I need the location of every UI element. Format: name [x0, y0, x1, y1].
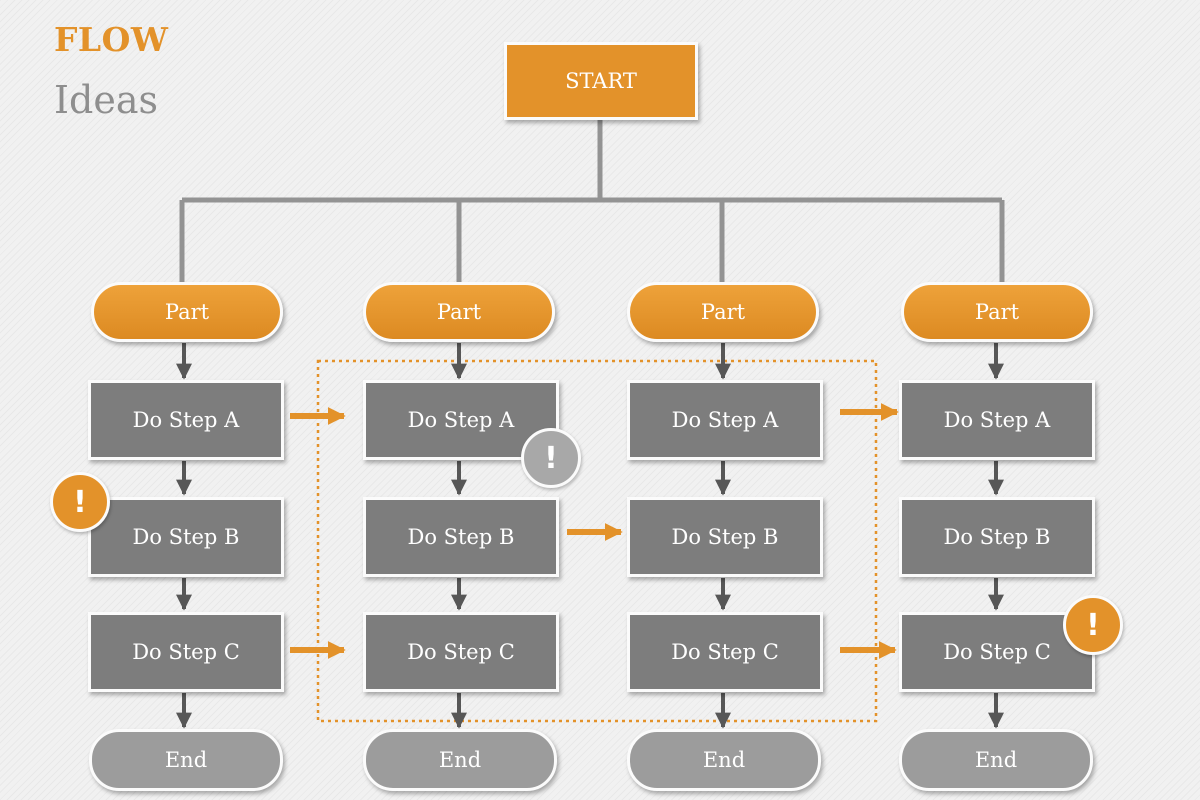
step-label: Do Step B: [132, 525, 240, 549]
part-label: Part: [974, 300, 1020, 324]
end-node-4: End: [899, 729, 1093, 791]
exclamation-icon: !: [1063, 595, 1123, 655]
part-node-4: Part: [901, 282, 1093, 342]
exclamation-icon: !: [521, 428, 581, 488]
start-label: START: [565, 69, 637, 93]
end-node-3: End: [627, 729, 821, 791]
end-label: End: [974, 748, 1018, 772]
step-label: Do Step A: [132, 408, 240, 432]
step-a-node-1: Do Step A: [88, 380, 284, 460]
part-node-3: Part: [627, 282, 819, 342]
start-node: START: [504, 42, 698, 120]
diagram-subtitle: Ideas: [54, 78, 158, 122]
part-label: Part: [700, 300, 746, 324]
cross-arrows: [290, 403, 899, 659]
step-label: Do Step C: [132, 640, 240, 664]
part-label: Part: [164, 300, 210, 324]
end-node-1: End: [89, 729, 283, 791]
step-c-node-1: Do Step C: [88, 612, 284, 692]
part-node-2: Part: [363, 282, 555, 342]
step-a-node-4: Do Step A: [899, 380, 1095, 460]
step-c-node-2: Do Step C: [363, 612, 559, 692]
step-label: Do Step B: [943, 525, 1051, 549]
step-b-node-4: Do Step B: [899, 497, 1095, 577]
flow-arrows: [176, 343, 1004, 729]
step-label: Do Step C: [943, 640, 1051, 664]
step-label: Do Step A: [407, 408, 515, 432]
exclamation-icon: !: [50, 472, 110, 532]
step-label: Do Step A: [671, 408, 779, 432]
step-label: Do Step B: [671, 525, 779, 549]
step-b-node-1: Do Step B: [88, 497, 284, 577]
end-label: End: [702, 748, 746, 772]
step-label: Do Step C: [671, 640, 779, 664]
diagram-title: FLOW: [54, 20, 169, 59]
step-label: Do Step A: [943, 408, 1051, 432]
step-b-node-2: Do Step B: [363, 497, 559, 577]
group-highlight-frame: [316, 359, 878, 723]
start-connector-tree: [179, 120, 1005, 282]
step-b-node-3: Do Step B: [627, 497, 823, 577]
step-a-node-3: Do Step A: [627, 380, 823, 460]
step-label: Do Step B: [407, 525, 515, 549]
part-node-1: Part: [91, 282, 283, 342]
end-node-2: End: [363, 729, 557, 791]
step-label: Do Step C: [407, 640, 515, 664]
step-c-node-4: Do Step C: [899, 612, 1095, 692]
end-label: End: [164, 748, 208, 772]
step-c-node-3: Do Step C: [627, 612, 823, 692]
part-label: Part: [436, 300, 482, 324]
end-label: End: [438, 748, 482, 772]
